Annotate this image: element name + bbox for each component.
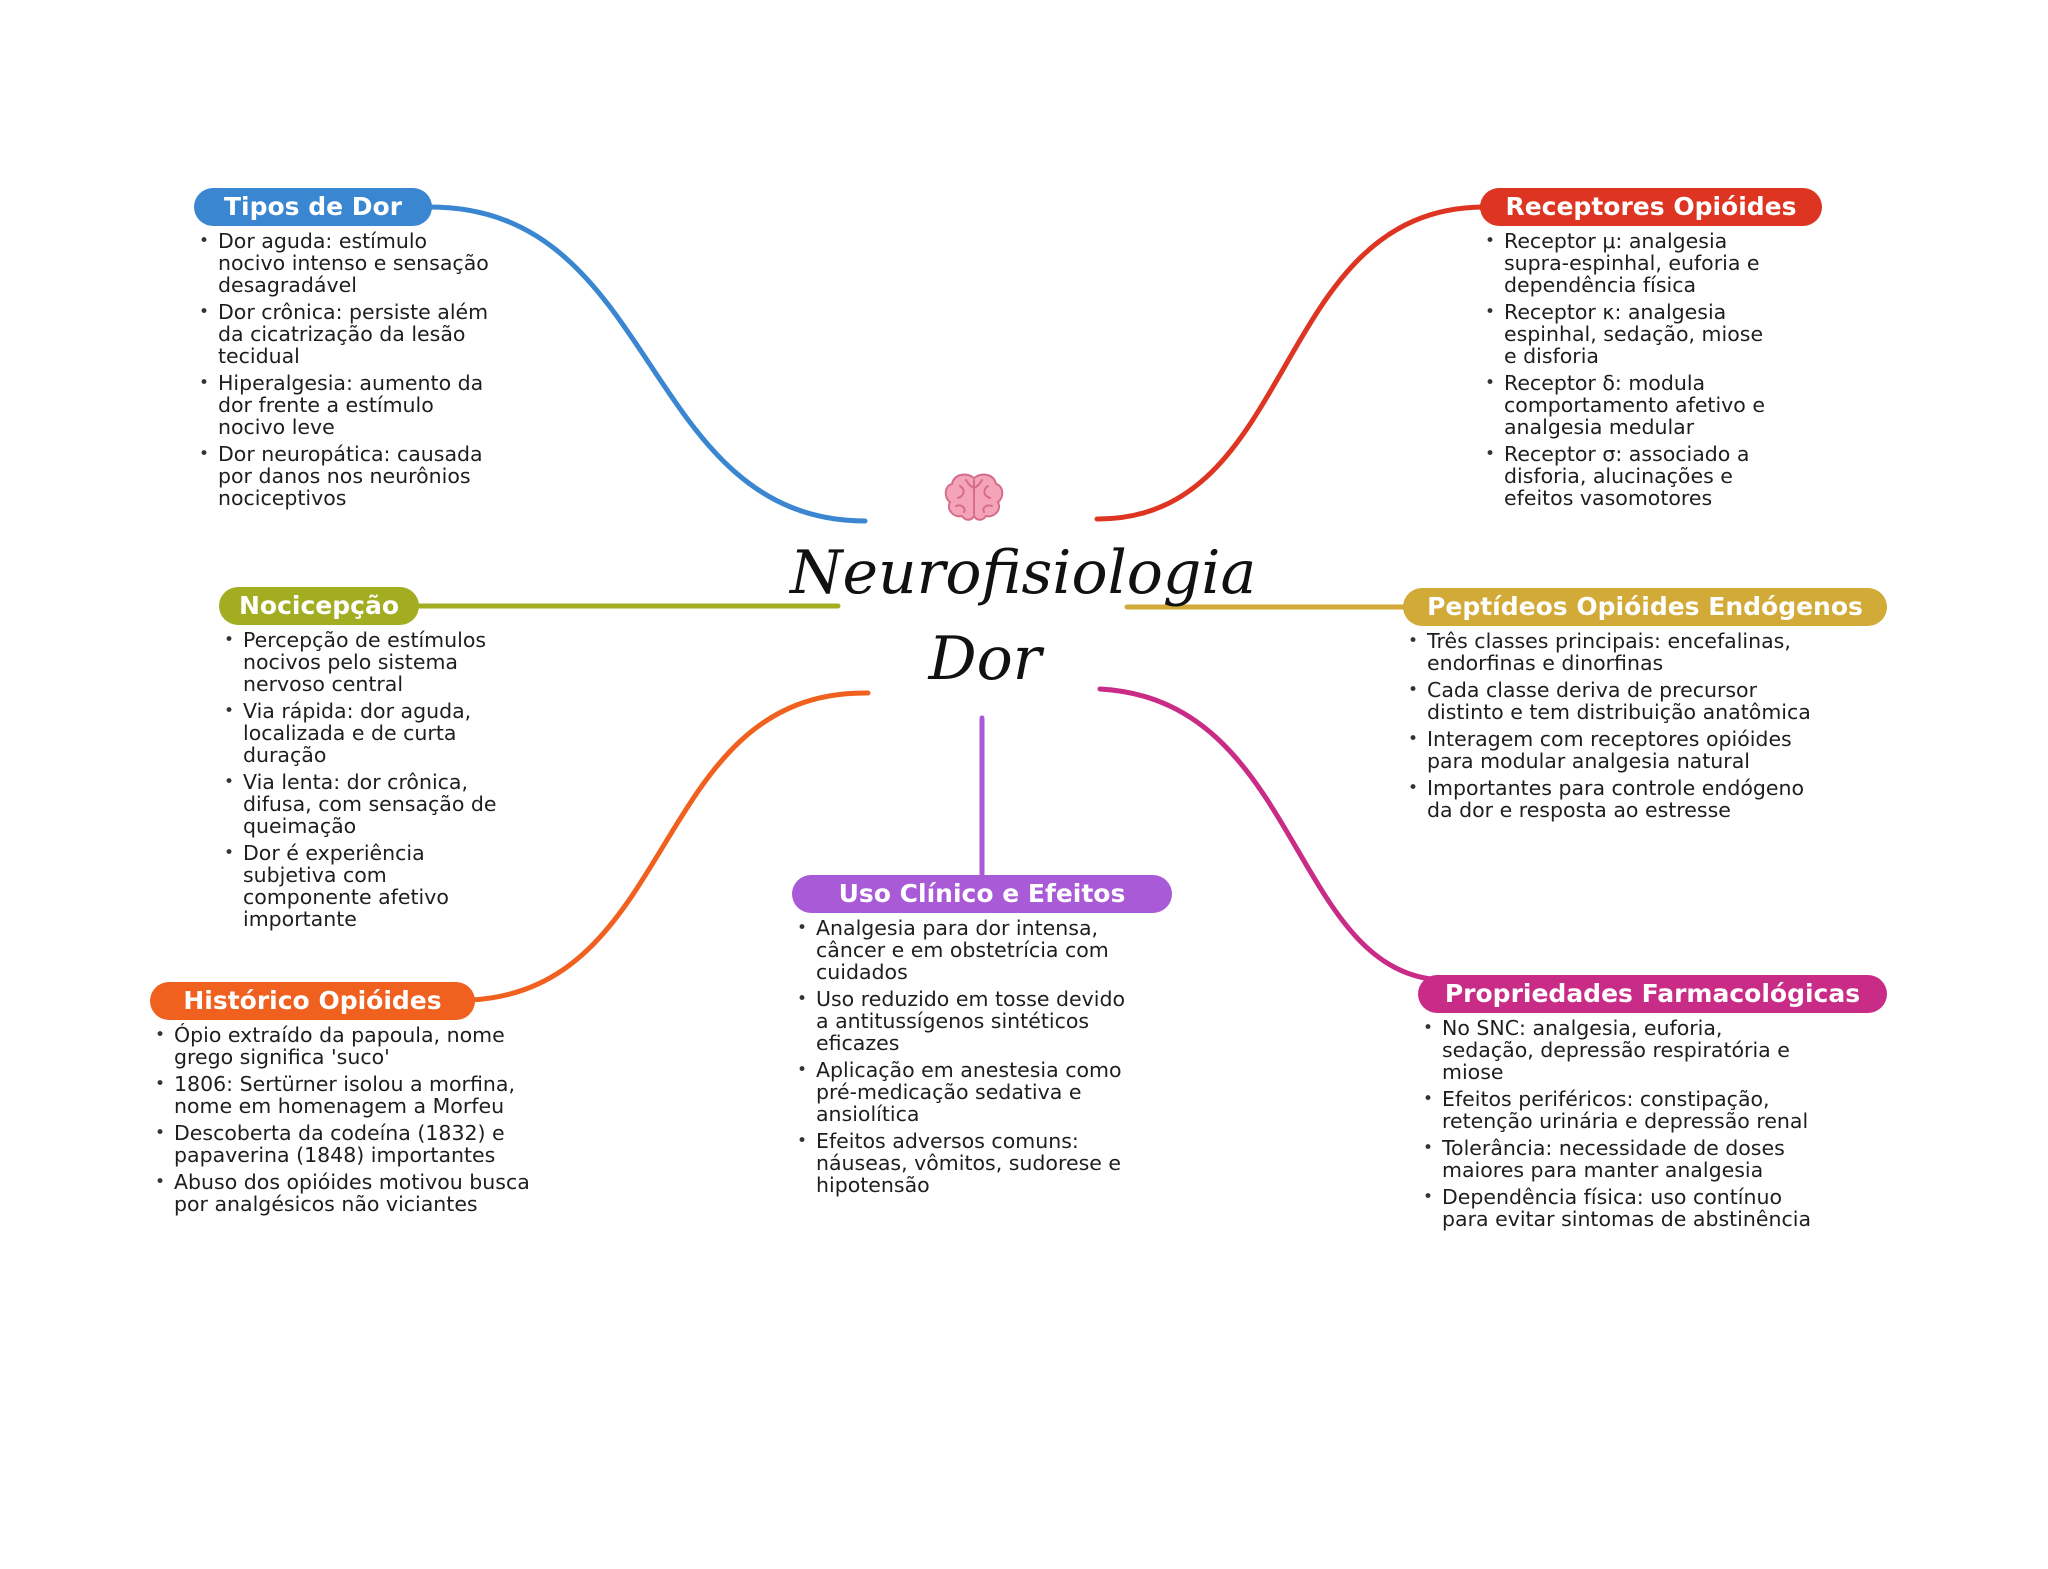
list-item: Descoberta da codeína (1832) e papaverin… — [152, 1122, 530, 1166]
list-item: Dor aguda: estímulo nocivo intenso e sen… — [196, 230, 494, 296]
list-item: Ópio extraído da papoula, nome grego sig… — [152, 1024, 530, 1068]
connector-receptores — [1094, 204, 1488, 522]
list-item: Analgesia para dor intensa, câncer e em … — [794, 917, 1134, 983]
list-item: Tolerância: necessidade de doses maiores… — [1420, 1137, 1820, 1181]
list-item: Cada classe deriva de precursor distinto… — [1405, 679, 1835, 723]
list-item: Dor crônica: persiste além da cicatrizaç… — [196, 301, 494, 367]
node-title[interactable]: Nocicepção — [219, 587, 419, 625]
list-item: Hiperalgesia: aumento da dor frente a es… — [196, 372, 494, 438]
list-item: Via lenta: dor crônica, difusa, com sens… — [221, 771, 519, 837]
node-tipos-de-dor: Tipos de Dor Dor aguda: estímulo nocivo … — [194, 188, 494, 514]
central-title-line1: Neurofisiologia — [790, 538, 1257, 608]
bullet-list: Dor aguda: estímulo nocivo intenso e sen… — [196, 230, 494, 509]
brain-icon — [944, 473, 1004, 521]
bullet-list: Três classes principais: encefalinas, en… — [1405, 630, 1835, 821]
list-item: Via rápida: dor aguda, localizada e de c… — [221, 700, 519, 766]
bullet-list: Ópio extraído da papoula, nome grego sig… — [152, 1024, 530, 1215]
node-nocicepcao: Nocicepção Percepção de estímulos nocivo… — [219, 587, 519, 935]
list-item: Receptor κ: analgesia espinhal, sedação,… — [1482, 301, 1782, 367]
list-item: Três classes principais: encefalinas, en… — [1405, 630, 1835, 674]
list-item: Receptor μ: analgesia supra-espinhal, eu… — [1482, 230, 1782, 296]
central-title-line2: Dor — [928, 624, 1042, 694]
list-item: Dor neuropática: causada por danos nos n… — [196, 443, 494, 509]
connector-historico — [467, 690, 871, 1003]
list-item: Importantes para controle endógeno da do… — [1405, 777, 1835, 821]
node-title[interactable]: Uso Clínico e Efeitos — [792, 875, 1172, 913]
node-title[interactable]: Peptídeos Opióides Endógenos — [1403, 588, 1887, 626]
node-title[interactable]: Tipos de Dor — [194, 188, 432, 226]
node-peptideos-opioides: Peptídeos Opióides Endógenos Três classe… — [1403, 588, 1888, 826]
node-uso-clinico: Uso Clínico e Efeitos Analgesia para dor… — [792, 875, 1172, 1201]
node-historico-opioides: Histórico Opióides Ópio extraído da papo… — [150, 982, 530, 1220]
connector-propriedades — [1097, 686, 1443, 983]
list-item: Receptor δ: modula comportamento afetivo… — [1482, 372, 1782, 438]
list-item: Aplicação em anestesia como pré-medicaçã… — [794, 1059, 1134, 1125]
bullet-list: Receptor μ: analgesia supra-espinhal, eu… — [1482, 230, 1782, 509]
list-item: Dependência física: uso contínuo para ev… — [1420, 1186, 1820, 1230]
bullet-list: Analgesia para dor intensa, câncer e em … — [794, 917, 1134, 1196]
node-title[interactable]: Propriedades Farmacológicas — [1418, 975, 1887, 1013]
connector-tipos — [427, 204, 868, 524]
node-title[interactable]: Receptores Opióides — [1480, 188, 1822, 226]
list-item: Efeitos periféricos: constipação, retenç… — [1420, 1088, 1820, 1132]
list-item: Interagem com receptores opióides para m… — [1405, 728, 1835, 772]
node-title[interactable]: Histórico Opióides — [150, 982, 475, 1020]
list-item: Efeitos adversos comuns: náuseas, vômito… — [794, 1130, 1134, 1196]
bullet-list: Percepção de estímulos nocivos pelo sist… — [221, 629, 519, 930]
node-propriedades-farmacologicas: Propriedades Farmacológicas No SNC: anal… — [1418, 975, 1888, 1235]
list-item: No SNC: analgesia, euforia, sedação, dep… — [1420, 1017, 1820, 1083]
list-item: Dor é experiência subjetiva com componen… — [221, 842, 519, 930]
list-item: Abuso dos opióides motivou busca por ana… — [152, 1171, 530, 1215]
node-receptores-opioides: Receptores Opióides Receptor μ: analgesi… — [1480, 188, 1822, 514]
list-item: Percepção de estímulos nocivos pelo sist… — [221, 629, 519, 695]
list-item: 1806: Sertürner isolou a morfina, nome e… — [152, 1073, 530, 1117]
list-item: Uso reduzido em tosse devido a antitussí… — [794, 988, 1134, 1054]
central-topic: Neurofisiologia Dor — [790, 530, 1257, 702]
list-item: Receptor σ: associado a disforia, alucin… — [1482, 443, 1782, 509]
bullet-list: No SNC: analgesia, euforia, sedação, dep… — [1420, 1017, 1820, 1230]
